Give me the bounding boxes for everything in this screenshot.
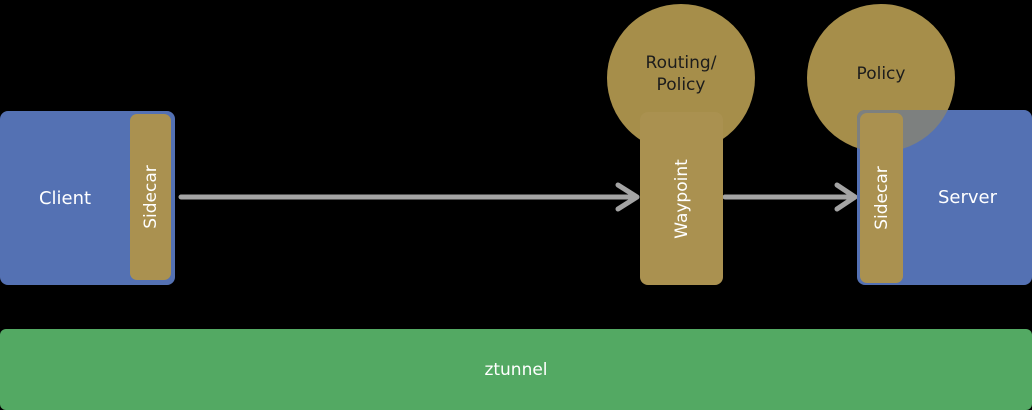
server-sidecar-node: Sidecar	[860, 113, 903, 283]
ztunnel-node: ztunnel	[0, 329, 1032, 410]
arrow-waypoint-to-server-icon	[722, 182, 858, 212]
policy-badge-label: Policy	[856, 64, 906, 84]
client-label: Client	[38, 187, 92, 209]
arrow-client-to-waypoint-icon	[178, 182, 640, 212]
routing-policy-badge-label: Routing/ Policy	[645, 53, 717, 95]
waypoint-node: Waypoint	[640, 112, 723, 285]
client-sidecar-node: Sidecar	[130, 114, 171, 280]
waypoint-label: Waypoint	[671, 158, 692, 239]
client-sidecar-label: Sidecar	[140, 165, 161, 229]
server-sidecar-label: Sidecar	[871, 166, 892, 230]
server-label: Server	[937, 187, 998, 208]
ztunnel-label: ztunnel	[484, 359, 548, 380]
